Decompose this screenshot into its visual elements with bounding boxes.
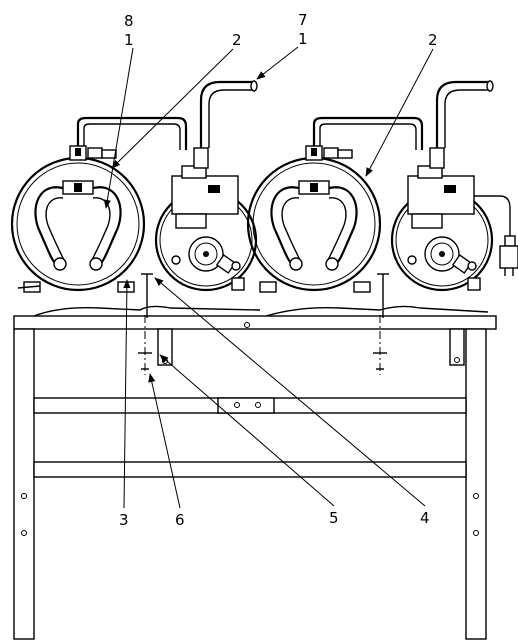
- left-tank-assembly: [10, 80, 258, 318]
- callout-3: 3: [119, 511, 129, 529]
- callout-5: 5: [329, 509, 339, 527]
- callout-4: 4: [420, 509, 430, 527]
- leader-lines: [103, 46, 434, 509]
- callout-6: 6: [175, 511, 185, 529]
- callout-8: 8: [124, 12, 134, 30]
- callout-2-left: 2: [232, 31, 242, 49]
- callout-1-right: 1: [298, 30, 308, 48]
- callout-7: 7: [298, 11, 308, 29]
- callout-1-left: 1: [124, 31, 134, 49]
- callout-2-right: 2: [428, 31, 438, 49]
- stand-frame: [13, 305, 497, 640]
- right-tank-assembly: [246, 80, 518, 318]
